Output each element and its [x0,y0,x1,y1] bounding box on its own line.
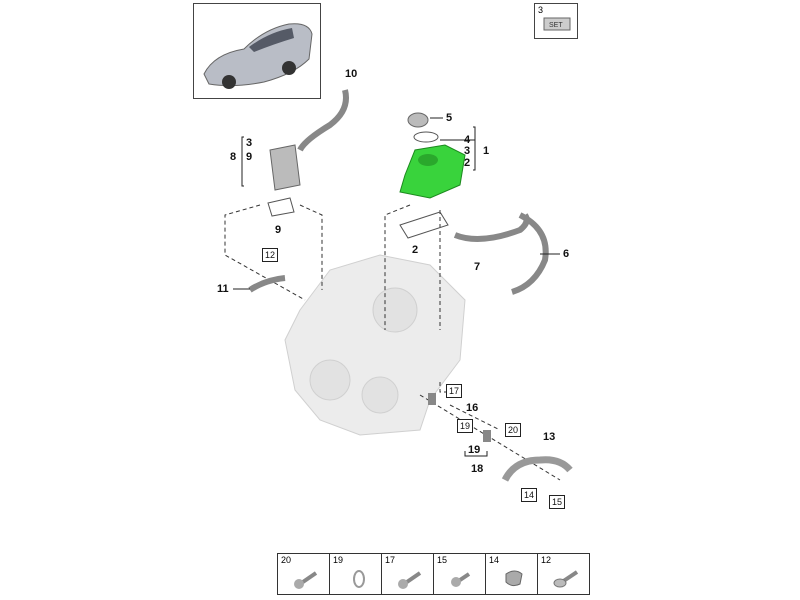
set-tag: SET [549,22,563,29]
callout-13: 13 [543,431,556,443]
set-box-icon: SET [543,17,571,31]
guide-lines [224,204,561,481]
boxed-callout-19: 19 [457,419,473,433]
seal-ring [413,131,439,143]
fitting-19 [483,430,491,442]
callout-2: 2 [464,157,471,169]
hose-11 [248,275,286,293]
callout-7: 7 [474,261,481,273]
parts-cell-19: 19 [330,554,382,594]
pipe-13 [501,456,573,482]
valve-8 [269,144,301,191]
callout-18: 18 [471,463,484,475]
vehicle-thumbnail [193,3,321,99]
parts-cell-14: 14 [486,554,538,594]
callout-9: 9 [275,224,282,236]
set-indicator: 3 SET [534,3,578,39]
gasket [399,211,449,239]
callout-4: 4 [464,134,471,146]
leader-lines [233,117,560,457]
callout-3-left: 3 [246,137,253,149]
part-number: 12 [541,555,552,565]
callout-6: 6 [563,248,570,260]
callout-1: 1 [483,145,490,157]
boxed-callout-17: 17 [446,384,462,398]
oil-separator-highlighted [399,144,466,199]
hose-10 [297,89,349,152]
callout-16: 16 [466,402,479,414]
boxed-callout-20: 20 [505,423,521,437]
screw-icon [553,570,579,588]
parts-cell-12: 12 [538,554,589,594]
hose-7 [453,213,530,242]
screw-icon [398,571,422,589]
boxed-callout-14: 14 [521,488,537,502]
part-number: 14 [489,555,500,565]
callout-10: 10 [345,68,358,80]
callout-8: 8 [230,151,237,163]
car-icon [203,23,313,89]
callout-19: 19 [468,444,481,456]
small-parts-table: 20 19 17 15 14 12 [277,553,590,595]
cap [407,112,429,128]
callout-3: 3 [464,145,471,157]
fitting-16 [428,393,436,405]
callout-2-gasket: 2 [412,244,419,256]
seal-ring-icon [353,570,365,588]
screw-icon [294,571,318,589]
gasket-9 [267,197,295,217]
engine-block [284,254,466,436]
part-number: 20 [281,555,292,565]
callout-11: 11 [217,283,229,295]
hose-6 [511,212,549,295]
part-number: 15 [437,555,448,565]
boxed-callout-12: 12 [262,248,278,262]
callout-9-left: 9 [246,151,253,163]
boxed-callout-15: 15 [549,495,565,509]
part-number: 19 [333,555,344,565]
clip-icon [505,570,523,587]
parts-cell-20: 20 [278,554,330,594]
screw-icon [451,572,471,587]
parts-cell-15: 15 [434,554,486,594]
parts-cell-17: 17 [382,554,434,594]
set-number: 3 [538,5,544,15]
callout-5: 5 [446,112,453,124]
part-number: 17 [385,555,396,565]
